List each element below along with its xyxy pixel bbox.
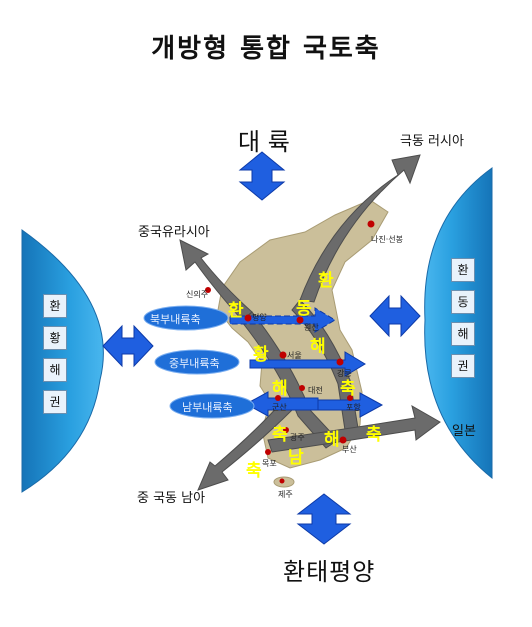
east-double-arrow xyxy=(369,294,421,338)
central-route-ellipse xyxy=(154,349,240,375)
city-label-busan: 부산 xyxy=(342,445,357,454)
east-axis-char-3: 해 xyxy=(310,337,326,357)
south-axis-char-1: 축 xyxy=(246,461,262,481)
east-sphere-char-1: 환 xyxy=(451,258,475,282)
axis-arrow-far-east xyxy=(299,154,421,303)
city-dot-gangneung xyxy=(336,358,344,366)
west-sphere-char-1: 환 xyxy=(43,294,67,318)
axis-west-coast xyxy=(241,311,339,449)
east-sphere-char-3: 해 xyxy=(451,322,475,346)
label-central-asia: 중국유라시아 xyxy=(138,225,210,240)
west-axis-char-3: 해 xyxy=(272,379,288,399)
label-japan: 일본 xyxy=(452,424,476,439)
city-label-gwangju: 광주 xyxy=(290,433,305,442)
route-label-central: 중부내륙축 xyxy=(169,357,220,370)
city-label-mokpo: 목포 xyxy=(262,459,277,468)
axis-arrow-eurasia xyxy=(179,239,253,321)
city-label-jeju: 제주 xyxy=(278,490,293,499)
city-dot-mokpo xyxy=(265,449,271,455)
axis-arrow-se-asia xyxy=(197,401,293,491)
route-label-north: 북부내륙축 xyxy=(150,313,201,326)
city-dot-wonsan xyxy=(296,316,304,324)
city-label-pyongyang: 평양 xyxy=(252,313,267,322)
west-double-arrow xyxy=(102,324,154,368)
city-dot-gunsan xyxy=(275,395,281,401)
city-dot-jeju xyxy=(279,478,285,484)
south-axis-char-2: 남 xyxy=(288,448,304,468)
city-label-sinuiju: 신의주 xyxy=(186,290,209,299)
east-axis-char-2: 동 xyxy=(296,299,312,319)
east-axis-char-4: 축 xyxy=(340,379,356,399)
city-dot-busan xyxy=(339,436,347,444)
pacific-double-arrow xyxy=(296,493,352,545)
south-route-arrow-left xyxy=(244,391,319,417)
label-pacific: 환태평양 xyxy=(283,558,376,586)
axis-arrow-japan xyxy=(267,404,441,453)
city-label-gangneung: 강릉 xyxy=(337,369,352,378)
east-axis-char-1: 환 xyxy=(318,271,334,291)
south-axis-char-3: 해 xyxy=(324,430,340,450)
diagram-title: 개방형 통합 국토축 xyxy=(151,34,381,64)
city-dot-pyongyang xyxy=(244,314,252,322)
north-route-ellipse xyxy=(143,305,229,331)
continent-double-arrow xyxy=(238,151,286,201)
city-dot-sinuiju xyxy=(205,287,211,293)
city-dot-daejeon xyxy=(299,385,305,391)
city-dot-najin xyxy=(367,220,375,228)
city-dot-pohang xyxy=(347,395,353,401)
west-sphere-char-2: 황 xyxy=(43,326,67,350)
city-label-gunsan: 군산 xyxy=(272,403,287,412)
city-dot-seoul xyxy=(279,351,287,359)
north-route-arrow xyxy=(229,307,336,333)
label-far-east-russia: 극동 러시아 xyxy=(400,134,464,149)
east-sphere-char-2: 동 xyxy=(451,290,475,314)
west-sphere-char-3: 해 xyxy=(43,358,67,382)
west-axis-char-4: 축 xyxy=(272,425,288,445)
city-label-pohang: 포항 xyxy=(346,403,361,412)
west-sphere-char-4: 권 xyxy=(43,390,67,414)
south-axis-char-4: 축 xyxy=(366,425,382,445)
central-route-arrow xyxy=(249,351,366,377)
south-route-ellipse xyxy=(169,393,255,419)
west-axis-char-2: 황 xyxy=(253,345,269,365)
route-label-south: 남부내륙축 xyxy=(182,401,233,414)
east-sphere-char-4: 권 xyxy=(451,354,475,378)
city-label-najin: 나진·선봉 xyxy=(371,235,403,244)
city-label-wonsan: 원산 xyxy=(304,323,319,332)
west-axis-char-1: 환 xyxy=(228,301,244,321)
city-label-daejeon: 대전 xyxy=(308,386,323,395)
label-southeast-asia: 중 국동 남아 xyxy=(137,491,206,506)
city-label-seoul: 서울 xyxy=(287,351,302,360)
city-dot-gwangju xyxy=(283,427,289,433)
label-continent: 대 륙 xyxy=(238,128,290,156)
